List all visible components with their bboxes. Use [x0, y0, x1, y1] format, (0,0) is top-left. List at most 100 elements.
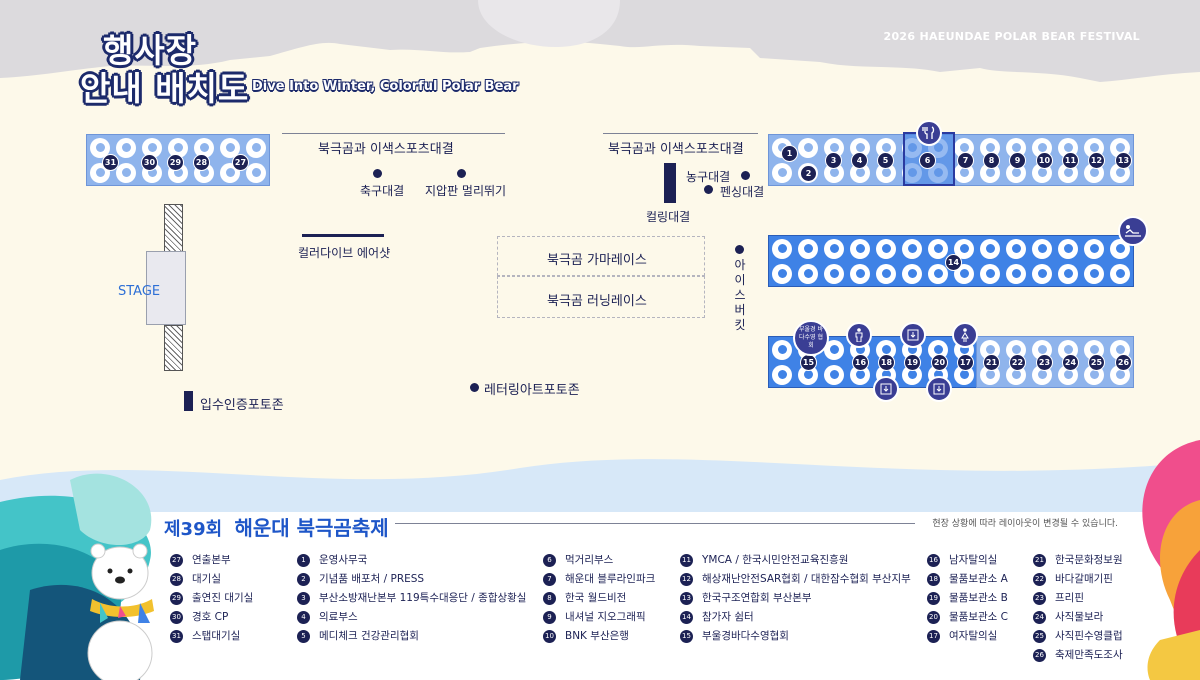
booth-cell	[977, 236, 1003, 261]
legend-item-label: 부울경바다수영협회	[702, 630, 789, 642]
legend-key-badge: 16	[927, 554, 940, 567]
legend-key-badge: 15	[680, 630, 693, 643]
gama-race-label: 북극곰 가마레이스	[547, 253, 647, 268]
booth-cell	[769, 337, 795, 362]
legend-item-label: 한국문화정보원	[1055, 554, 1123, 566]
booth-number-30: 30	[141, 154, 158, 171]
booth-cell	[1081, 261, 1107, 286]
festival-header: 2026 HAEUNDAE POLAR BEAR FESTIVAL	[883, 30, 1140, 43]
booth-cell	[977, 261, 1003, 286]
basketball-label: 농구대결	[686, 170, 731, 184]
photo-entry-label: 입수인증포토존	[200, 398, 284, 413]
legend-item-label: BNK 부산은행	[565, 630, 629, 642]
booth-cell	[821, 362, 847, 387]
booth-number-11: 11	[1062, 152, 1079, 169]
legend-title-prefix: 제39회	[164, 519, 223, 540]
legend-title-main: 해운대 북극곰축제	[234, 516, 389, 540]
legend-item-label: 해운대 블루라인파크	[565, 573, 656, 585]
legend-item-1: 1 운영사무국	[297, 551, 526, 570]
legend-item-label: 참가자 쉼터	[702, 611, 754, 623]
color-dive-bar	[302, 234, 384, 237]
booth-cell	[899, 261, 925, 286]
legend-key-badge: 1	[297, 554, 310, 567]
running-race-zone	[497, 276, 705, 318]
booth-number-10: 10	[1036, 152, 1053, 169]
rest-area-icon	[1118, 216, 1148, 246]
curling-lane	[664, 163, 676, 203]
legend-key-badge: 6	[543, 554, 556, 567]
booth-cell	[769, 160, 795, 185]
legend-item-label: 경호 CP	[192, 611, 229, 623]
booth-cell	[1055, 236, 1081, 261]
booth-number-5: 5	[877, 152, 894, 169]
booth-cell	[1003, 261, 1029, 286]
booth-number-17: 17	[957, 354, 974, 371]
legend-key-badge: 24	[1033, 611, 1046, 624]
legend-item-label: 스탭대기실	[192, 630, 241, 642]
legend-item-label: 물품보관소 A	[949, 573, 1008, 585]
lettering-dot	[470, 383, 479, 392]
sports-right-divider	[603, 133, 758, 134]
booth-block-21-26	[976, 336, 1134, 388]
booth-cell	[795, 236, 821, 261]
legend-key-badge: 12	[680, 573, 693, 586]
storage-icon-c	[926, 376, 952, 402]
booth-cell	[821, 236, 847, 261]
booth-number-24: 24	[1062, 354, 1079, 371]
male-locker-icon	[846, 322, 872, 348]
legend-divider	[395, 523, 915, 524]
legend-key-badge: 20	[927, 611, 940, 624]
legend-key-badge: 26	[1033, 649, 1046, 662]
booth-number-14: 14	[945, 254, 962, 271]
legend-item-label: 물품보관소 B	[949, 592, 1008, 604]
booth-number-19: 19	[904, 354, 921, 371]
legend-item-label: YMCA / 한국시민안전교육진흥원	[702, 554, 849, 566]
legend-item-label: 출연진 대기실	[192, 592, 254, 604]
color-dive-label: 컬러다이브 에어샷	[298, 246, 391, 260]
booth-number-22: 22	[1009, 354, 1026, 371]
booth-cell	[873, 261, 899, 286]
legend-key-badge: 14	[680, 611, 693, 624]
legend-item-label: 해상재난안전SAR협회 / 대한잠수협회 부산지부	[702, 573, 911, 585]
storage-icon-b	[873, 376, 899, 402]
fencing-label: 펜싱대결	[720, 185, 765, 199]
legend-item-20: 20 물품보관소 C	[927, 608, 1008, 627]
booth-cell	[925, 236, 951, 261]
legend-item-12: 12 해상재난안전SAR협회 / 대한잠수협회 부산지부	[680, 570, 911, 589]
booth-cell	[795, 135, 821, 160]
legend-item-label: 운영사무국	[319, 554, 368, 566]
booth-cell	[769, 362, 795, 387]
booth-cell	[873, 236, 899, 261]
legend-item-label: 물품보관소 C	[949, 611, 1008, 623]
tug-dot	[457, 169, 466, 178]
running-race-label: 북극곰 러닝레이스	[547, 294, 647, 309]
legend-key-badge: 19	[927, 592, 940, 605]
title-line-2: 안내 배치도	[80, 69, 250, 108]
legend-item-label: 여자탈의실	[949, 630, 998, 642]
booth-cell	[217, 135, 243, 160]
legend-key-badge: 10	[543, 630, 556, 643]
lifeguard-badge: 부울경 바다수영 협회	[793, 320, 829, 356]
legend-key-badge: 9	[543, 611, 556, 624]
tagline: Dive Into Winter, Colorful Polar Bear	[252, 79, 519, 94]
booth-number-25: 25	[1088, 354, 1105, 371]
legend-key-badge: 13	[680, 592, 693, 605]
booth-cell	[87, 135, 113, 160]
food-icon	[916, 120, 942, 146]
